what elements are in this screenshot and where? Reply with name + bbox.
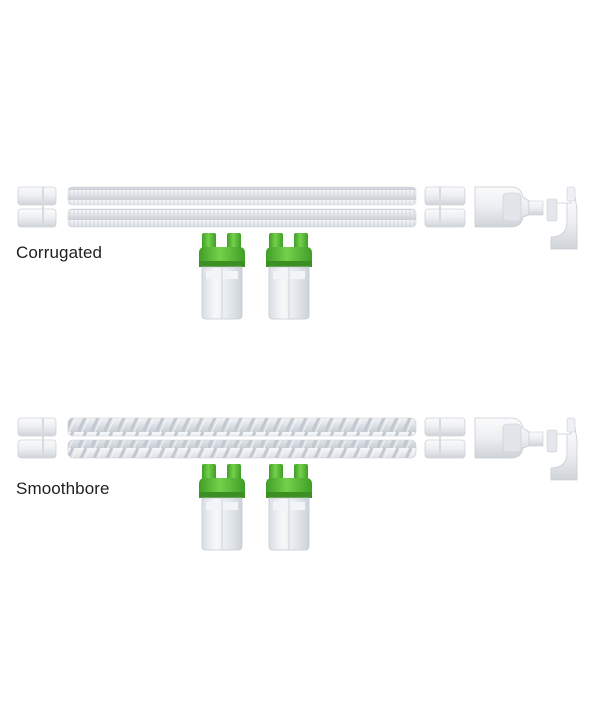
corrugated-circuit-image bbox=[17, 186, 578, 250]
corrugated-label: Corrugated bbox=[16, 243, 103, 262]
water-trap-image bbox=[198, 463, 313, 551]
smoothbore-circuit-image bbox=[17, 417, 578, 481]
smoothbore-label: Smoothbore bbox=[16, 479, 110, 498]
water-trap-image bbox=[198, 232, 313, 320]
